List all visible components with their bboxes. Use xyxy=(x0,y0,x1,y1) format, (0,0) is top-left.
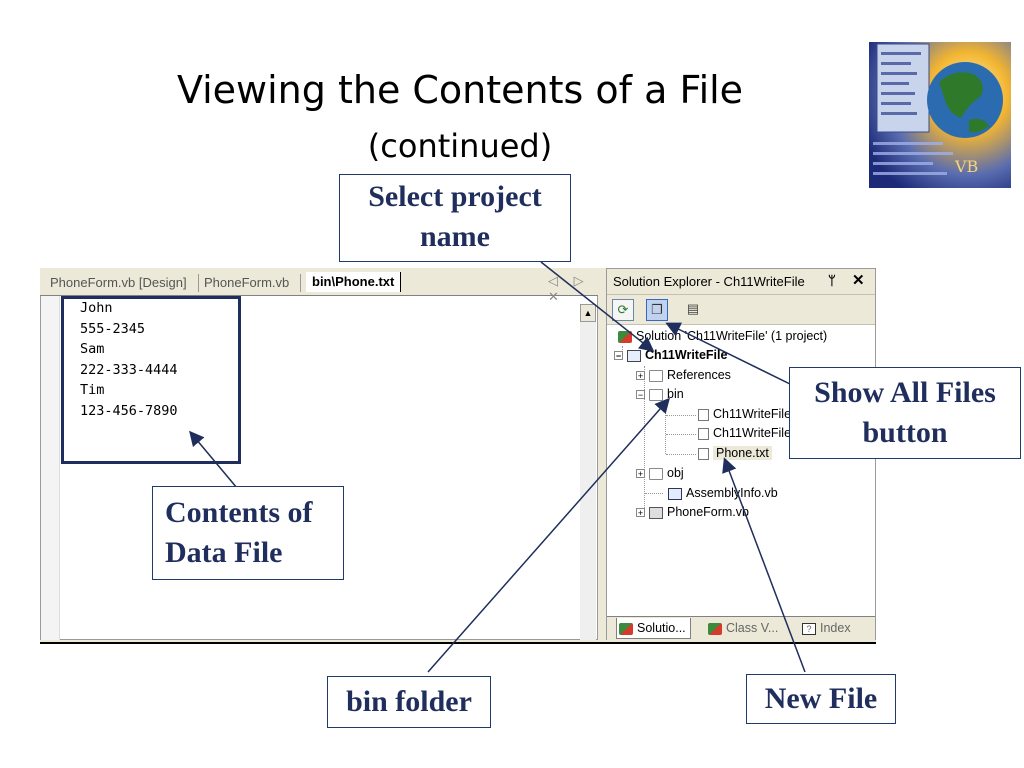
vb-net-globe-logo: VB xyxy=(869,42,1011,188)
arrow-select-project xyxy=(540,261,655,352)
callout-bin-folder: bin folder xyxy=(327,676,491,728)
arrow-show-all xyxy=(665,322,793,386)
tab-separator xyxy=(300,274,301,292)
tree-item-label: Ch11WriteFile xyxy=(645,348,728,362)
show-all-files-icon[interactable]: ❐ xyxy=(646,299,668,321)
form-icon xyxy=(649,506,663,519)
expand-icon[interactable]: + xyxy=(636,371,645,382)
contents-highlight-box xyxy=(61,296,241,464)
solution-icon xyxy=(619,622,633,635)
tree-item-references[interactable]: + References xyxy=(636,366,731,385)
tree-item-label: Ch11WriteFile xyxy=(713,426,792,440)
help-icon: ? xyxy=(802,622,816,635)
tree-item-label: obj xyxy=(667,466,684,480)
tree-item-bin-file[interactable]: Ch11WriteFile xyxy=(698,405,791,424)
editor-margin xyxy=(41,296,60,640)
tree-item-label: Phone.txt xyxy=(713,446,772,460)
tab-label: Solutio... xyxy=(637,621,686,635)
tree-item-project[interactable]: − Ch11WriteFile xyxy=(614,346,727,365)
tab-phoneform-design[interactable]: PhoneForm.vb [Design] xyxy=(50,275,187,290)
vertical-scrollbar[interactable] xyxy=(580,304,596,640)
class-view-icon xyxy=(708,622,722,635)
tab-solution-explorer[interactable]: Solutio... xyxy=(616,618,691,639)
slide-subtitle: (continued) xyxy=(367,127,553,165)
file-icon xyxy=(698,447,709,460)
tab-index[interactable]: ? Index xyxy=(800,618,851,638)
collapse-icon[interactable]: − xyxy=(636,390,645,401)
tab-phone-txt[interactable]: bin\Phone.txt xyxy=(306,272,402,292)
file-line: 555-2345 xyxy=(80,320,146,337)
tree-item-label: AssemblyInfo.vb xyxy=(686,486,778,500)
properties-icon[interactable]: ▤ xyxy=(686,301,700,316)
tree-item-phoneform[interactable]: + PhoneForm.vb xyxy=(636,503,749,522)
vb-file-icon xyxy=(668,487,682,500)
arrow-new-file xyxy=(722,457,806,673)
tree-line xyxy=(644,366,645,514)
slide-title: Viewing the Contents of a File xyxy=(176,68,744,112)
file-line: Sam xyxy=(80,341,105,358)
expand-icon[interactable]: + xyxy=(636,469,645,480)
tree-item-assemblyinfo[interactable]: AssemblyInfo.vb xyxy=(668,484,778,503)
callout-new-file: New File xyxy=(746,674,896,724)
tree-item-bin-file[interactable]: Ch11WriteFile xyxy=(698,424,791,443)
tab-navigation-controls[interactable]: ◁ ▷ ✕ xyxy=(548,273,590,304)
folder-icon xyxy=(649,467,663,480)
file-line: 222-333-4444 xyxy=(80,361,178,378)
file-line: Tim xyxy=(80,382,105,399)
tab-separator xyxy=(198,274,199,292)
tree-line xyxy=(645,493,663,494)
collapse-icon[interactable]: − xyxy=(614,351,623,362)
file-contents[interactable]: John 555-2345 Sam 222-333-4444 Tim 123-4… xyxy=(80,298,178,422)
tab-class-view[interactable]: Class V... xyxy=(706,618,778,638)
tree-item-phone-txt[interactable]: Phone.txt xyxy=(698,444,772,463)
solution-explorer-title: Solution Explorer - Ch11WriteFile xyxy=(607,269,875,295)
callout-select-project: Select project name xyxy=(339,174,571,262)
pin-icon[interactable]: ᛘ xyxy=(828,273,836,288)
editor-tab-bar: PhoneForm.vb [Design] PhoneForm.vb bin\P… xyxy=(40,268,598,304)
tree-item-obj[interactable]: + obj xyxy=(636,464,684,483)
callout-contents-of-data-file: Contents of Data File xyxy=(152,486,344,580)
refresh-icon[interactable]: ⟳ xyxy=(612,299,634,321)
arrow-contents xyxy=(189,430,238,489)
tree-item-label: Ch11WriteFile xyxy=(713,407,792,421)
scroll-up-arrow-icon[interactable]: ▲ xyxy=(580,304,596,322)
file-line: John xyxy=(80,300,113,316)
svg-text:VB: VB xyxy=(954,157,978,176)
callout-show-all-files: Show All Files button xyxy=(789,367,1021,459)
solution-icon xyxy=(618,330,632,343)
tree-line xyxy=(666,434,696,435)
tree-line xyxy=(666,454,696,455)
expand-icon[interactable]: + xyxy=(636,508,645,519)
file-icon xyxy=(698,427,709,440)
tab-phoneform-vb[interactable]: PhoneForm.vb xyxy=(204,275,290,290)
tree-item-label: bin xyxy=(667,387,684,401)
vb-project-icon xyxy=(627,349,641,362)
file-line: 123-456-7890 xyxy=(80,402,178,419)
references-icon xyxy=(649,369,663,382)
tree-line xyxy=(666,415,696,416)
tab-label: Index xyxy=(820,621,851,635)
tree-line xyxy=(665,404,666,454)
tree-item-label: References xyxy=(667,368,731,382)
tree-item-label: PhoneForm.vb xyxy=(667,505,749,519)
tab-label: Class V... xyxy=(726,621,779,635)
file-icon xyxy=(698,408,709,421)
close-icon[interactable]: ✕ xyxy=(852,272,865,289)
arrow-bin-folder xyxy=(427,397,670,673)
